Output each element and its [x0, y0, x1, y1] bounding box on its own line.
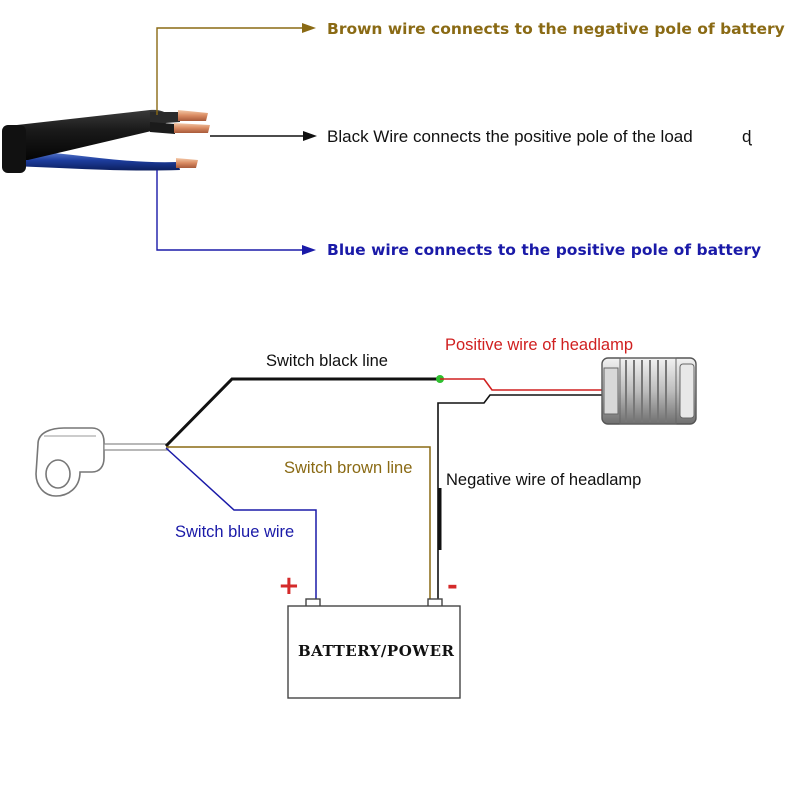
headlamp-icon: [601, 357, 697, 425]
top-leader-lines: [156, 23, 317, 255]
black-wire-label: Black Wire connects the positive pole of…: [327, 127, 693, 146]
battery-body: [287, 605, 461, 699]
switch-blue-wire: [165, 447, 317, 603]
brown-wire-label: Brown wire connects to the negative pole…: [327, 20, 785, 38]
battery-minus-sign: -: [447, 571, 458, 601]
switch-brown-line-label: Switch brown line: [284, 459, 412, 477]
negative-headlamp-wire: [437, 394, 604, 603]
black-cable-jacket: [8, 109, 169, 160]
black-wire-label-suffix: ɖ: [742, 127, 752, 146]
positive-wire-headlamp-label: Positive wire of headlamp: [445, 336, 633, 354]
blue-wire-label: Blue wire connects to the positive pole …: [327, 241, 761, 259]
handlebar-switch-icon: [35, 427, 169, 497]
blue-insulated-wire: [12, 150, 180, 171]
battery-plus-sign: +: [278, 571, 300, 601]
blue-leader-line: [156, 170, 305, 251]
switch-wires: [164, 377, 440, 603]
copper-conductor: [178, 110, 208, 121]
brown-leader-line: [156, 27, 305, 115]
positive-headlamp-wire: [440, 378, 604, 391]
battery-icon: [287, 598, 461, 699]
copper-conductor: [176, 158, 198, 168]
switch-black-wire: [164, 377, 440, 448]
battery-label: BATTERY/POWER: [298, 642, 455, 660]
cable-photo: [2, 109, 210, 173]
switch-black-line-label: Switch black line: [266, 352, 388, 370]
switch-blue-wire-label: Switch blue wire: [175, 523, 294, 541]
copper-conductor: [174, 123, 210, 133]
negative-wire-headlamp-label: Negative wire of headlamp: [446, 471, 641, 489]
switch-brown-wire: [166, 446, 431, 603]
